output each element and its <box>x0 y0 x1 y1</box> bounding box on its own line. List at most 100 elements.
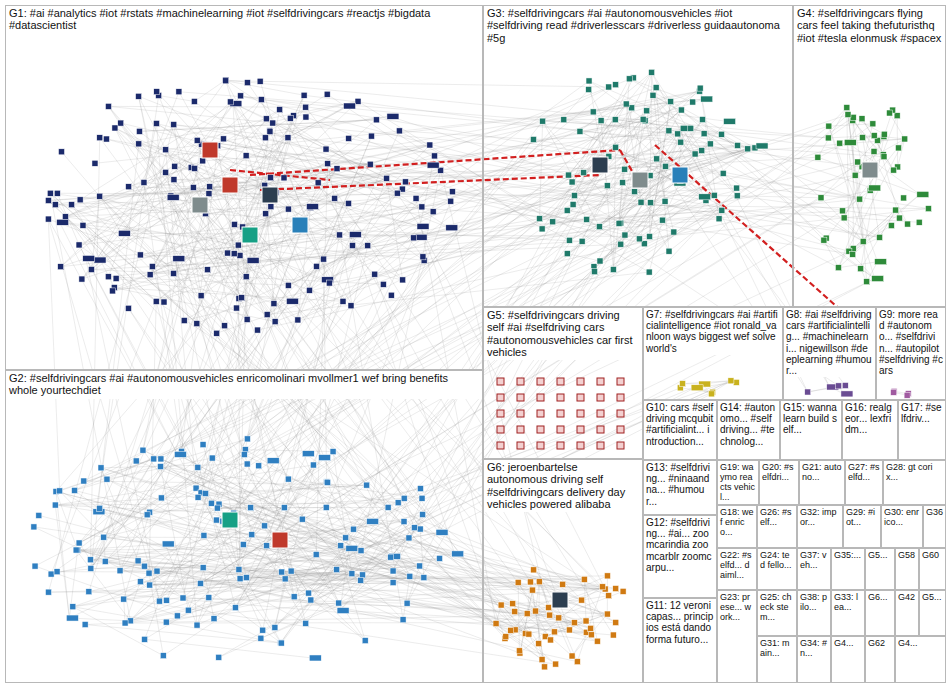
network-vertex <box>301 92 307 98</box>
network-edge <box>100 95 304 508</box>
network-vertex <box>401 495 407 501</box>
network-vertex <box>163 169 169 175</box>
network-edge <box>361 279 875 551</box>
network-vertex <box>390 568 396 574</box>
profile-vertex <box>862 162 878 178</box>
network-vertex <box>163 619 169 625</box>
network-vertex <box>550 219 556 225</box>
network-vertex <box>286 298 298 304</box>
network-vertex <box>136 93 142 99</box>
network-vertex <box>103 136 109 142</box>
network-vertex <box>136 141 142 147</box>
network-vertex <box>826 123 832 129</box>
network-vertex <box>264 312 270 318</box>
network-vertex <box>98 465 104 471</box>
network-vertex <box>623 101 629 107</box>
network-vertex <box>306 590 312 596</box>
group-label: G7: #selfdrivingcars #ai #artificialinte… <box>644 308 782 355</box>
network-vertex <box>69 202 75 208</box>
network-vertex <box>719 131 725 137</box>
network-vertex <box>195 494 201 500</box>
grid-vertex <box>497 410 504 417</box>
network-vertex <box>48 571 54 577</box>
network-vertex <box>598 118 604 124</box>
network-vertex <box>368 133 374 139</box>
network-vertex <box>604 573 610 579</box>
network-edge <box>48 200 343 301</box>
network-edge <box>35 143 847 567</box>
network-edge <box>829 126 875 278</box>
network-vertex <box>701 131 707 137</box>
network-vertex <box>904 392 910 398</box>
network-vertex <box>720 170 726 176</box>
group-label: G30: enrico... <box>882 506 922 528</box>
network-vertex <box>80 222 86 228</box>
network-vertex <box>45 197 51 203</box>
network-vertex <box>548 637 554 643</box>
network-edge <box>226 81 609 87</box>
group-label: G19: waymo reacts vehicl... <box>718 461 758 503</box>
grid-vertex <box>597 378 604 385</box>
network-vertex <box>146 570 152 576</box>
network-vertex <box>243 274 249 280</box>
network-edge <box>824 240 875 278</box>
network-vertex <box>260 627 266 633</box>
network-edge <box>219 504 511 630</box>
network-vertex <box>340 298 346 304</box>
network-vertex <box>158 456 164 462</box>
network-vertex <box>47 190 53 196</box>
highlight-tie <box>250 150 620 175</box>
network-vertex <box>388 554 394 560</box>
network-vertex <box>208 500 214 506</box>
profile-vertex <box>552 592 568 608</box>
network-edge <box>589 81 695 154</box>
network-vertex <box>117 568 123 574</box>
network-vertex <box>390 580 396 586</box>
network-vertex <box>666 128 672 134</box>
network-vertex <box>449 189 455 195</box>
network-edge <box>166 172 245 454</box>
grid-vertex <box>597 394 604 401</box>
network-edge <box>237 308 295 597</box>
group-box: G42 <box>895 590 919 636</box>
network-edge <box>65 146 217 217</box>
network-edge <box>139 144 853 254</box>
network-vertex <box>256 463 262 469</box>
network-vertex <box>584 216 590 222</box>
network-vertex <box>407 573 413 579</box>
network-vertex <box>137 252 143 258</box>
network-vertex <box>671 229 677 235</box>
network-vertex <box>420 512 426 518</box>
network-edge <box>349 138 880 237</box>
group-box: G1: #ai #analytics #iot #rstats #machine… <box>5 5 483 370</box>
network-vertex <box>97 505 103 511</box>
network-vertex <box>547 612 553 618</box>
network-vertex <box>610 632 616 638</box>
network-vertex <box>646 269 652 275</box>
group-box: G26: #self... <box>757 505 797 548</box>
network-vertex <box>644 108 650 114</box>
network-vertex <box>888 223 894 229</box>
network-vertex <box>214 505 220 511</box>
network-vertex <box>319 455 331 461</box>
network-vertex <box>699 148 705 154</box>
network-vertex <box>925 206 931 212</box>
network-vertex <box>126 184 132 190</box>
profile-vertex <box>292 217 308 233</box>
group-label: G11: 12 veronicapas... principios está d… <box>644 599 716 646</box>
network-vertex <box>190 185 196 191</box>
network-vertex <box>431 153 437 159</box>
network-vertex <box>154 568 160 574</box>
network-edge <box>420 226 605 589</box>
network-vertex <box>62 214 68 220</box>
network-vertex <box>417 563 423 569</box>
network-edge <box>243 545 512 604</box>
network-edge <box>100 196 506 636</box>
network-vertex <box>237 576 243 582</box>
network-edge <box>65 112 593 217</box>
group-box: G38: pilo... <box>797 590 831 636</box>
network-vertex <box>577 128 583 134</box>
group-box: G20: #selfdri... <box>759 460 799 505</box>
network-vertex <box>338 543 344 549</box>
network-vertex <box>227 99 233 105</box>
